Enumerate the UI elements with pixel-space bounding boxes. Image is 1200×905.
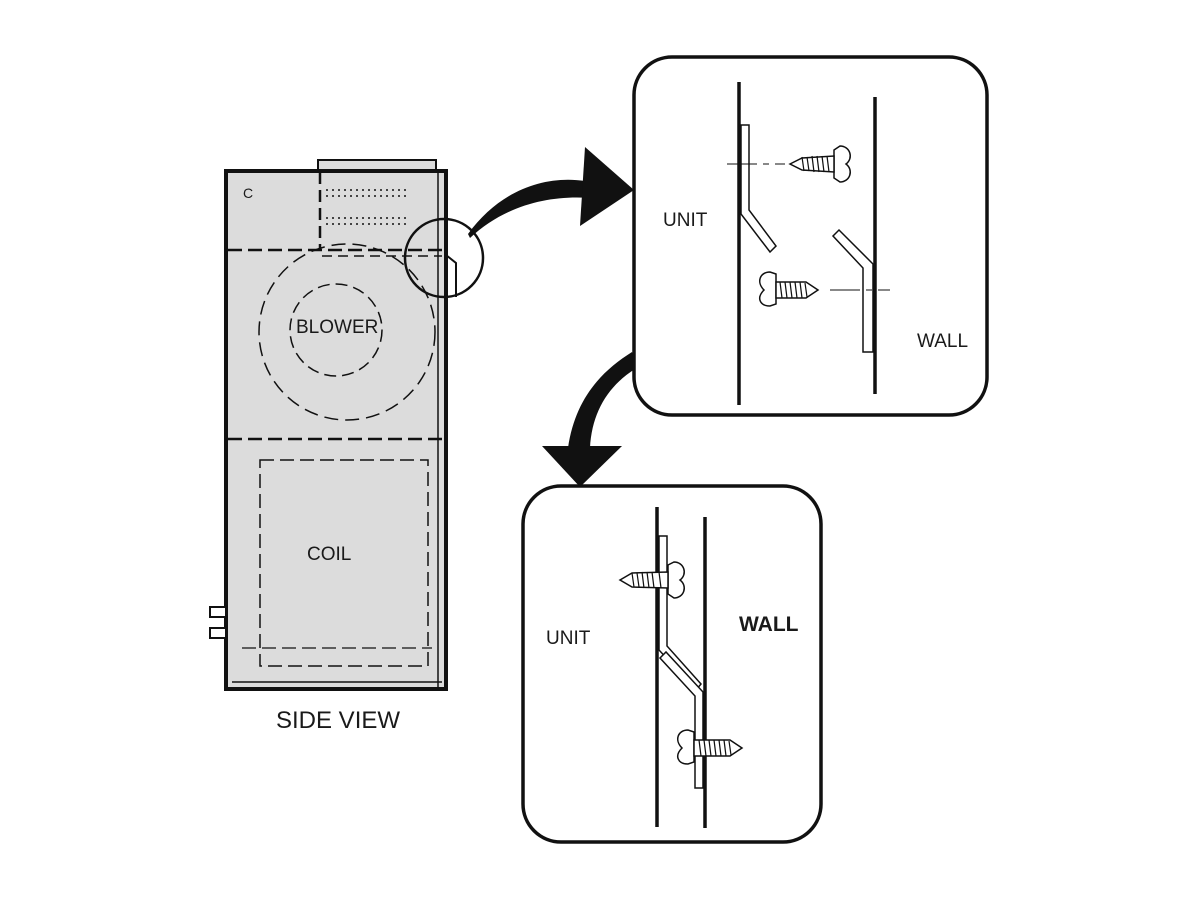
bottom-detail-panel: UNIT WALL	[521, 484, 823, 844]
wall-bracket	[831, 228, 874, 353]
corner-mark: C	[243, 185, 253, 201]
unit-bracket	[740, 124, 777, 254]
side-view-unit: C BLOWER COIL	[209, 159, 485, 691]
wall-bracket	[658, 650, 704, 789]
top-wall-label: WALL	[917, 331, 968, 352]
blower-outer-circle	[258, 243, 436, 421]
arrow-to-bottom-detail	[542, 352, 640, 487]
screw-icon	[618, 561, 685, 599]
detail-callout-circle	[403, 217, 485, 299]
side-view-caption: SIDE VIEW	[276, 707, 400, 734]
screw-icon	[677, 729, 744, 765]
unit-bracket	[658, 535, 702, 692]
coil-box	[259, 459, 429, 667]
coil-label: COIL	[307, 544, 351, 565]
pipe-stubs	[209, 606, 227, 639]
blower-inner-circle	[289, 283, 383, 377]
vent-slots	[326, 189, 408, 225]
bottom-wall-label: WALL	[739, 613, 799, 636]
bottom-unit-label: UNIT	[546, 628, 591, 649]
screw-icon	[788, 145, 851, 183]
top-unit-label: UNIT	[663, 210, 708, 231]
blower-label: BLOWER	[296, 317, 378, 338]
cabinet-body	[224, 169, 448, 691]
top-detail-panel: UNIT WALL	[632, 55, 989, 417]
screw-icon	[759, 271, 820, 307]
arrow-to-top-detail	[468, 147, 634, 238]
